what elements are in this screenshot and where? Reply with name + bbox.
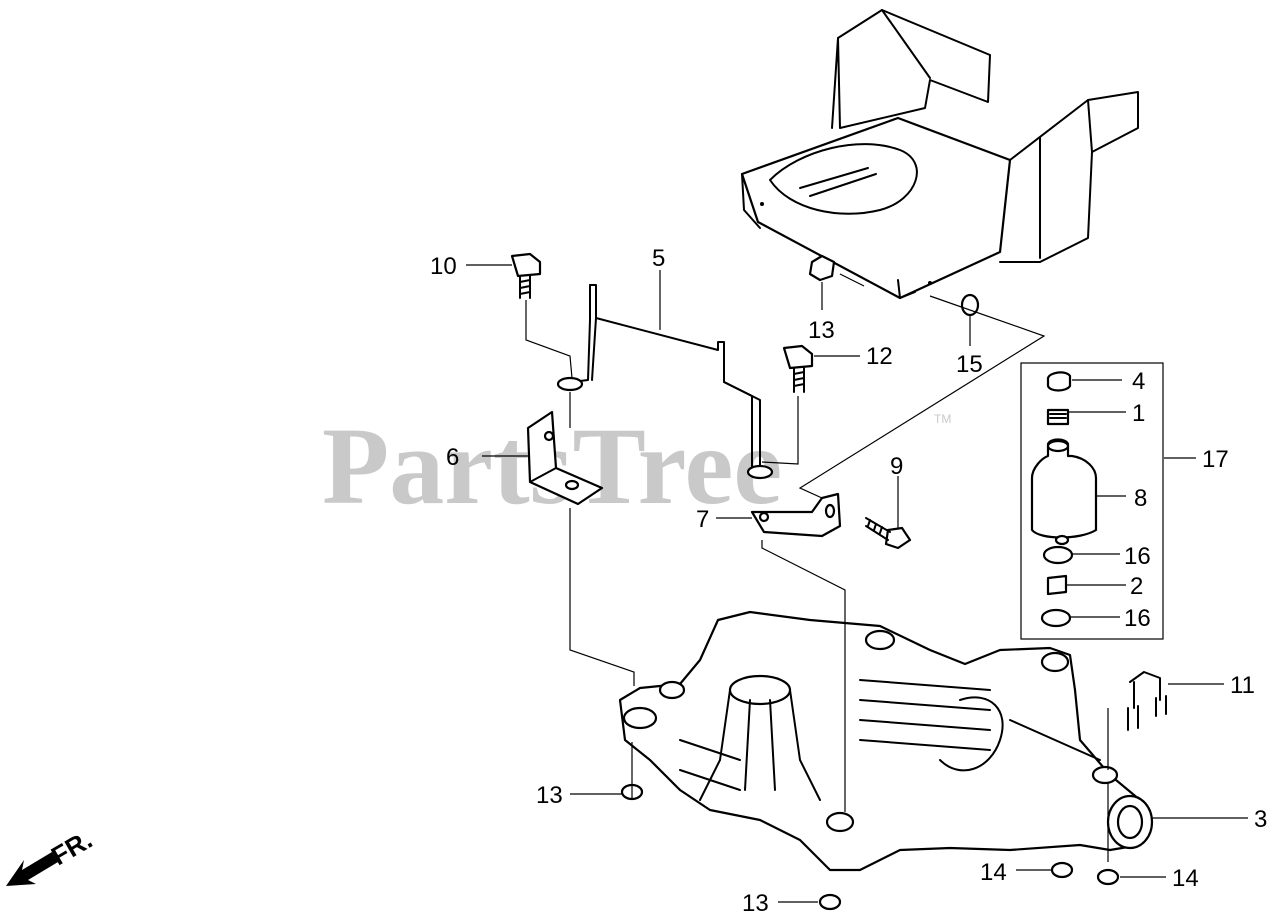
filter-kit-group: [1020, 362, 1164, 640]
callout-3: 3: [1254, 806, 1267, 833]
part-16-clamp-lower: [1040, 608, 1072, 628]
callout-14-right: 14: [1172, 865, 1199, 892]
callout-9: 9: [890, 453, 903, 480]
callout-12: 12: [866, 343, 893, 370]
callout-11: 11: [1230, 672, 1255, 699]
part-14-nut-mid: [1050, 861, 1074, 879]
part-7-plate: [750, 492, 842, 538]
callout-7: 7: [696, 506, 709, 533]
front-arrow: FR.: [6, 824, 97, 886]
part-14-nut-right: [1096, 868, 1120, 886]
part-4-cap: [1046, 371, 1072, 392]
part-9-bolt: [865, 517, 912, 550]
part-12-bolt: [782, 344, 814, 393]
part-6-bracket: [526, 410, 604, 506]
part-8-filter: [1030, 438, 1098, 546]
callout-10: 10: [430, 253, 457, 280]
callout-13-top: 13: [808, 317, 835, 344]
callout-1: 1: [1132, 400, 1145, 427]
part-16-clamp-upper: [1042, 545, 1074, 565]
part-11-ubolt: [1127, 671, 1167, 731]
part-10-bolt: [510, 252, 542, 299]
callout-6: 6: [446, 444, 459, 471]
front-arrow-icon: [6, 852, 58, 886]
callout-8: 8: [1134, 485, 1147, 512]
part-13-nut-top: [808, 254, 836, 282]
callout-13-bottom: 13: [742, 890, 769, 917]
part-2-connector: [1046, 574, 1068, 596]
callout-13-left: 13: [536, 782, 563, 809]
callout-16-upper: 16: [1124, 543, 1151, 570]
callout-14-mid: 14: [980, 859, 1007, 886]
callout-5: 5: [652, 245, 665, 272]
callout-2: 2: [1130, 573, 1143, 600]
leader-lines: [466, 264, 1248, 903]
callout-17: 17: [1202, 446, 1229, 473]
watermark-tm: TM: [934, 412, 951, 426]
callout-15: 15: [956, 351, 983, 378]
callout-16-lower: 16: [1124, 605, 1151, 632]
part-13-nut-bottom: [818, 893, 842, 911]
transaxle-housing: [618, 610, 1154, 872]
callout-4: 4: [1132, 368, 1145, 395]
part-5-rod: [556, 284, 774, 480]
frame-mount: [740, 9, 1139, 300]
